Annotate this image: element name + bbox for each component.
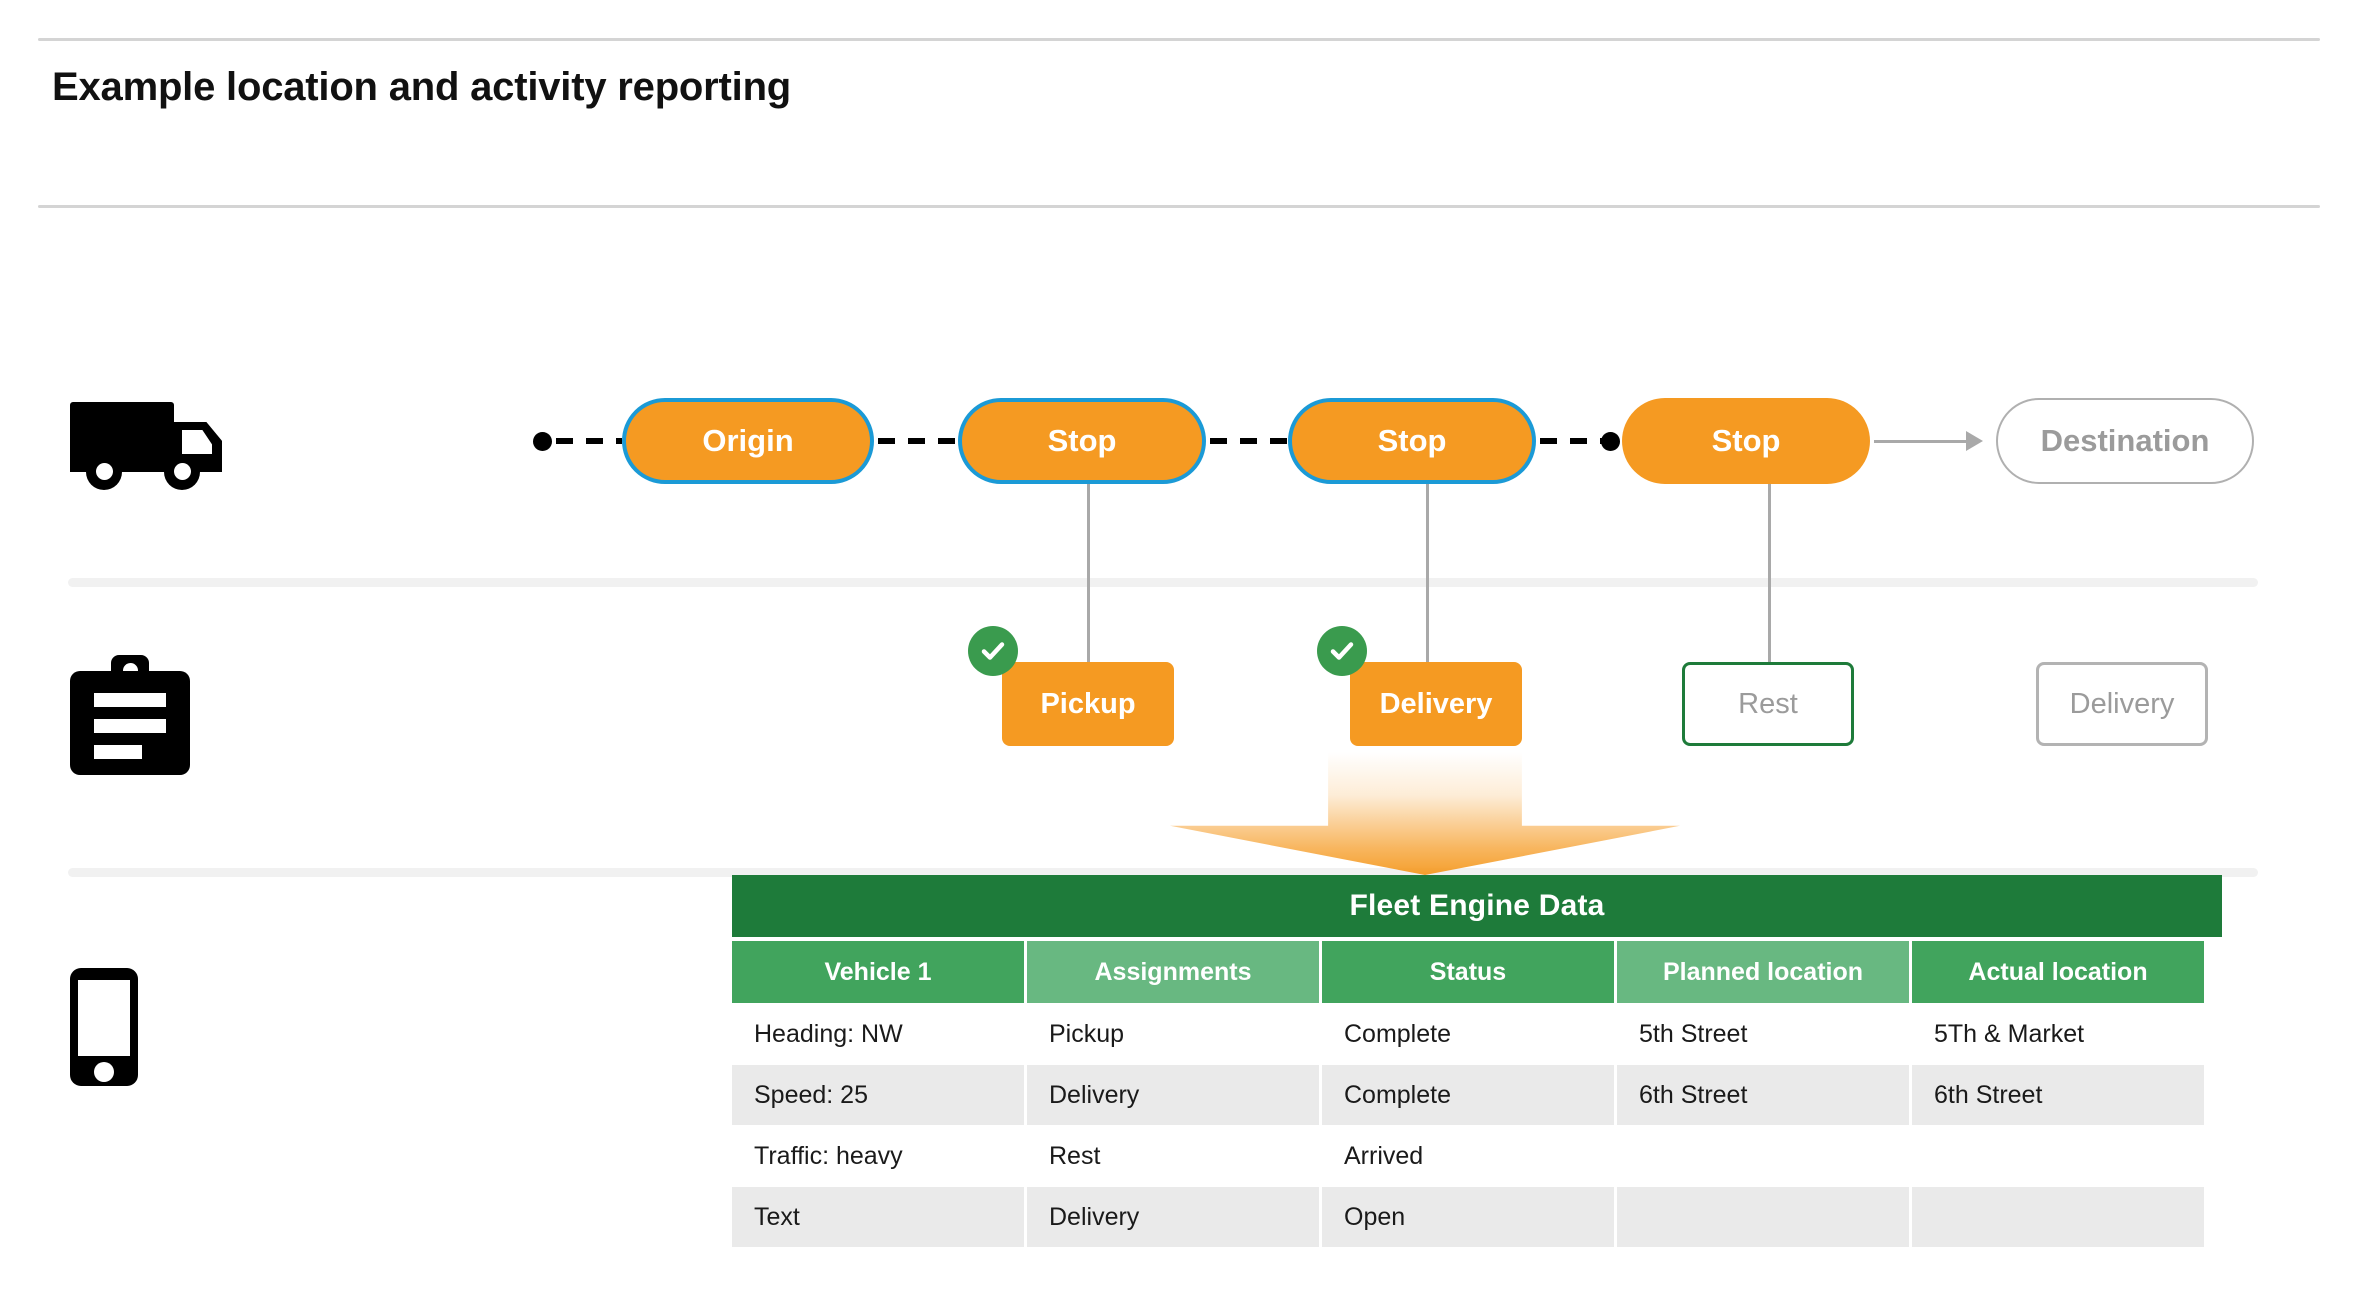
- activity-box-delivery-1[interactable]: Delivery: [1350, 662, 1522, 746]
- table-title: Fleet Engine Data: [732, 875, 2222, 937]
- route-node-origin[interactable]: Origin: [622, 398, 874, 484]
- route-node-label: Stop: [1377, 423, 1447, 458]
- activity-label: Rest: [1738, 687, 1798, 720]
- activity-label: Pickup: [1040, 687, 1136, 720]
- cell-vehicle: Traffic: heavy: [732, 1126, 1024, 1186]
- table-row[interactable]: Traffic: heavy Rest Arrived: [732, 1126, 2222, 1186]
- clipboard-icon: [70, 655, 194, 779]
- table-row[interactable]: Text Delivery Open: [732, 1187, 2222, 1247]
- route-node-label: Destination: [2040, 423, 2210, 458]
- cell-planned-location: [1617, 1126, 1909, 1186]
- route-node-label: Origin: [702, 423, 794, 458]
- table-row[interactable]: Heading: NW Pickup Complete 5th Street 5…: [732, 1004, 2222, 1064]
- table-row[interactable]: Speed: 25 Delivery Complete 6th Street 6…: [732, 1065, 2222, 1125]
- route-arrow-head: [1966, 431, 1983, 451]
- route-node-stop-1[interactable]: Stop: [958, 398, 1206, 484]
- truck-icon: [70, 392, 230, 496]
- route-start-dot: [533, 432, 552, 451]
- cell-actual-location: 6th Street: [1912, 1065, 2204, 1125]
- cell-vehicle: Speed: 25: [732, 1065, 1024, 1125]
- route-dash-1: [878, 438, 960, 444]
- cell-assignment: Rest: [1027, 1126, 1319, 1186]
- column-header-actual-location[interactable]: Actual location: [1912, 941, 2204, 1003]
- cell-actual-location: [1912, 1187, 2204, 1247]
- cell-status: Complete: [1322, 1065, 1614, 1125]
- header-divider-top: [38, 38, 2320, 41]
- activity-label: Delivery: [2069, 687, 2175, 720]
- section-divider-activity-device: [68, 868, 2258, 877]
- connector-stop1-pickup: [1087, 484, 1090, 662]
- activity-label: Delivery: [1379, 687, 1493, 720]
- activity-box-rest[interactable]: Rest: [1682, 662, 1854, 746]
- cell-assignment: Delivery: [1027, 1065, 1319, 1125]
- section-divider-vehicle-activity: [68, 578, 2258, 587]
- cell-status: Open: [1322, 1187, 1614, 1247]
- header-divider-bottom: [38, 205, 2320, 208]
- flow-arrow-down-icon: [1170, 752, 1680, 875]
- phone-icon: [70, 968, 142, 1090]
- route-node-stop-2[interactable]: Stop: [1288, 398, 1536, 484]
- route-dash-0: [556, 438, 622, 444]
- route-mid-dot: [1601, 432, 1620, 451]
- cell-assignment: Pickup: [1027, 1004, 1319, 1064]
- column-header-planned-location[interactable]: Planned location: [1617, 941, 1909, 1003]
- cell-status: Complete: [1322, 1004, 1614, 1064]
- column-header-vehicle[interactable]: Vehicle 1: [732, 941, 1024, 1003]
- column-header-assignments[interactable]: Assignments: [1027, 941, 1319, 1003]
- route-dash-3: [1540, 438, 1606, 444]
- page-title: Example location and activity reporting: [52, 65, 792, 109]
- cell-vehicle: Heading: NW: [732, 1004, 1024, 1064]
- route-node-label: Stop: [1047, 423, 1117, 458]
- cell-status: Arrived: [1322, 1126, 1614, 1186]
- cell-assignment: Delivery: [1027, 1187, 1319, 1247]
- table-header-row: Vehicle 1 Assignments Status Planned loc…: [732, 941, 2222, 1003]
- cell-planned-location: [1617, 1187, 1909, 1247]
- check-icon: [1317, 626, 1367, 676]
- cell-actual-location: [1912, 1126, 2204, 1186]
- fleet-engine-data-table: Fleet Engine Data Vehicle 1 Assignments …: [732, 875, 2222, 1247]
- activity-box-delivery-2[interactable]: Delivery: [2036, 662, 2208, 746]
- route-dash-2: [1210, 438, 1288, 444]
- cell-actual-location: 5Th & Market: [1912, 1004, 2204, 1064]
- connector-stop2-delivery: [1426, 484, 1429, 662]
- route-node-label: Stop: [1711, 423, 1781, 458]
- activity-box-pickup[interactable]: Pickup: [1002, 662, 1174, 746]
- check-icon: [968, 626, 1018, 676]
- route-arrow-line: [1874, 440, 1968, 443]
- cell-planned-location: 5th Street: [1617, 1004, 1909, 1064]
- route-node-destination[interactable]: Destination: [1996, 398, 2254, 484]
- connector-stop3-rest: [1768, 484, 1771, 662]
- route-node-stop-3[interactable]: Stop: [1622, 398, 1870, 484]
- cell-planned-location: 6th Street: [1617, 1065, 1909, 1125]
- column-header-status[interactable]: Status: [1322, 941, 1614, 1003]
- cell-vehicle: Text: [732, 1187, 1024, 1247]
